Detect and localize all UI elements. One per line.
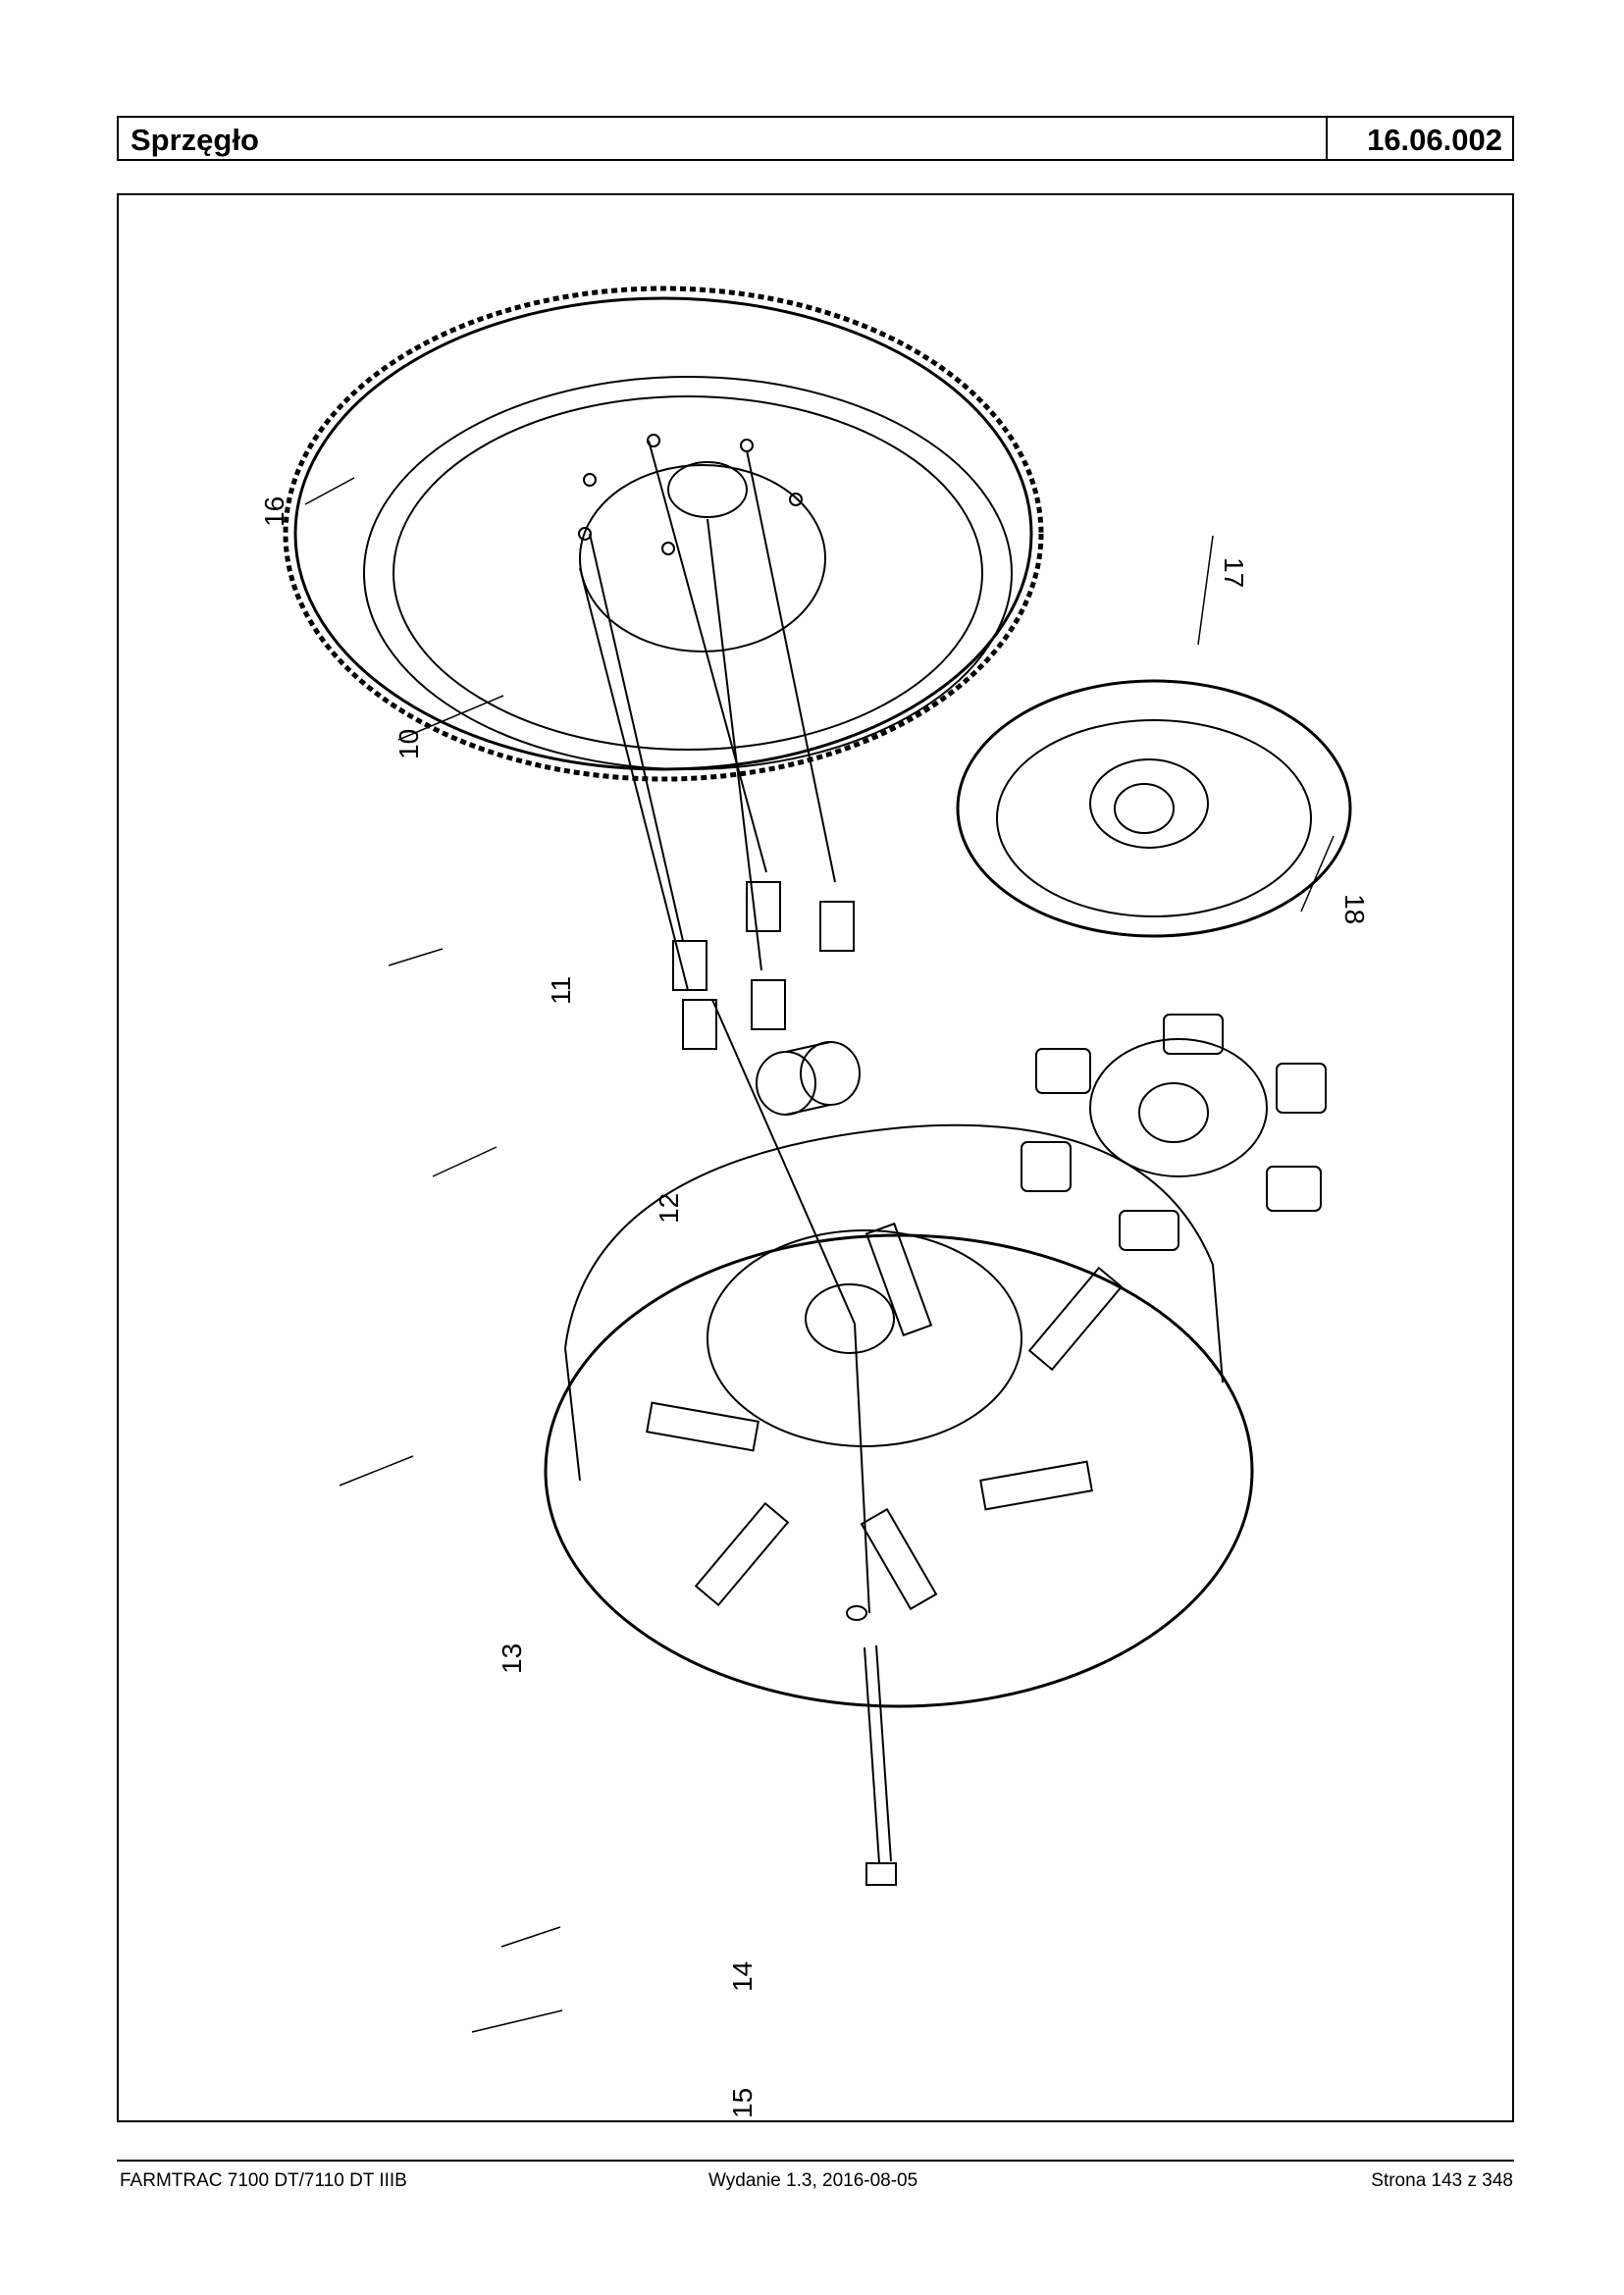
callout-13: 13 bbox=[497, 1643, 527, 1674]
callout-16: 16 bbox=[259, 496, 289, 527]
footer-edition: Wydanie 1.3, 2016-08-05 bbox=[708, 2170, 918, 2191]
footer-page-number: Strona 143 z 348 bbox=[1371, 2170, 1513, 2191]
pilot-bearing bbox=[711, 999, 861, 1325]
callout-18: 18 bbox=[1339, 894, 1370, 924]
callout-11: 11 bbox=[546, 976, 576, 1005]
ceramic-disc bbox=[1021, 1014, 1327, 1251]
clutch-disc bbox=[956, 679, 1352, 938]
flywheel-bolts bbox=[579, 440, 855, 1050]
washer-and-bolt bbox=[846, 1323, 897, 1886]
header-divider bbox=[1326, 118, 1328, 159]
flywheel bbox=[283, 286, 1044, 782]
pressure-plate bbox=[544, 1123, 1254, 1708]
page-header: Sprzęgło 16.06.002 bbox=[117, 116, 1514, 161]
leader-lines bbox=[304, 477, 1335, 2033]
callout-14: 14 bbox=[727, 1961, 758, 1992]
callout-12: 12 bbox=[654, 1193, 684, 1224]
footer-divider bbox=[117, 2160, 1514, 2162]
page-title: Sprzęgło bbox=[131, 123, 259, 157]
clutch-exploded-diagram: 16 17 10 11 18 12 13 14 15 bbox=[259, 286, 1370, 2118]
callout-10: 10 bbox=[393, 729, 424, 759]
callout-17: 17 bbox=[1219, 557, 1249, 588]
section-code: 16.06.002 bbox=[1367, 123, 1502, 157]
exploded-diagram-frame: 16 17 10 11 18 12 13 14 15 bbox=[117, 193, 1514, 2122]
callout-15: 15 bbox=[727, 2088, 758, 2118]
footer-model: FARMTRAC 7100 DT/7110 DT IIIB bbox=[120, 2170, 407, 2191]
